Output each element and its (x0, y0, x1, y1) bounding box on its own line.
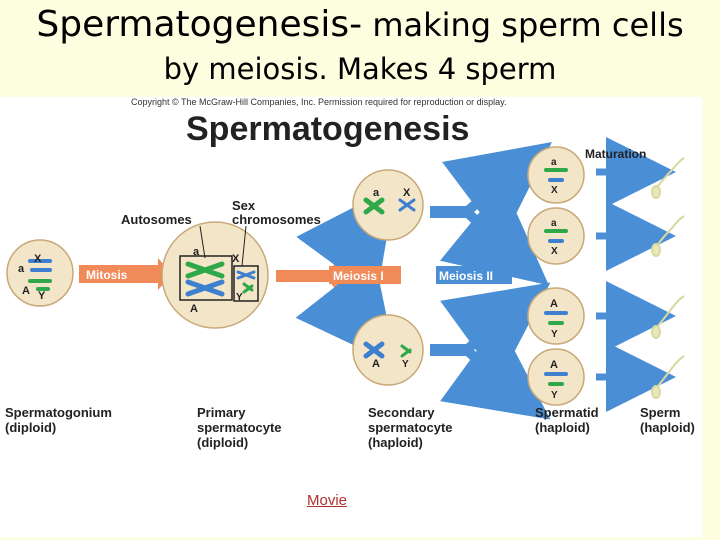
slide-subtitle: by meiosis. Makes 4 sperm (163, 52, 557, 86)
stage-sperm-line1: Sperm (640, 405, 681, 420)
spermatid-4-allele: A (550, 359, 558, 371)
stage-spermatid: Spermatid (haploid) (535, 405, 599, 435)
secondary-spermatocyte-bottom (352, 314, 424, 386)
sex-chromosomes-label-2: chromosomes (232, 212, 321, 227)
slide-title-rest: making sperm cells (362, 6, 684, 44)
meiosis-ii-fork-bottom (430, 282, 551, 420)
sperm-cells (651, 157, 685, 399)
maturation-label: Maturation (585, 147, 646, 161)
secondary-top-allele-a: a (373, 187, 380, 199)
stage-sperm: Sperm (haploid) (640, 405, 695, 435)
meiosis-ii-box (436, 266, 512, 284)
stage-primary-line3: (diploid) (197, 435, 249, 450)
primary-allele-A: A (190, 303, 198, 315)
stage-primary-line2: spermatocyte (197, 420, 282, 435)
spermatogonium-allele-a: a (18, 263, 25, 275)
autosomes-pointer (199, 225, 206, 259)
spermatid-4-chrom: Y (551, 390, 558, 401)
spermatid-2-allele: a (551, 218, 557, 229)
mitosis-label: Mitosis (86, 268, 128, 282)
secondary-bottom-chrom-y: Y (402, 359, 409, 370)
spermatogonium-allele-A: A (22, 285, 30, 297)
spermatogonium-cell (6, 239, 74, 307)
maturation-arrows (596, 137, 676, 412)
stage-spermatogonium-line1: Spermatogonium (5, 405, 112, 420)
figure-heading: Spermatogenesis (186, 110, 470, 148)
spermatid-2 (527, 207, 585, 265)
meiosis-i-box (329, 266, 401, 284)
slide-title-main: Spermatogenesis- (36, 4, 363, 45)
copyright-notice: Copyright © The McGraw-Hill Companies, I… (131, 97, 507, 107)
primary-chrom-y: Y (236, 292, 243, 303)
primary-allele-a: a (193, 246, 200, 258)
meiosis-i-label: Meiosis I (333, 269, 384, 283)
secondary-top-chrom-x: X (403, 187, 411, 199)
stage-spermatogonium: Spermatogonium (diploid) (5, 405, 112, 435)
slide-title: Spermatogenesis- making sperm cells (0, 4, 720, 45)
stage-secondary-spermatocyte: Secondary spermatocyte (haploid) (368, 405, 453, 450)
spermatid-2-chrom: X (551, 246, 558, 257)
spermatid-1 (527, 146, 585, 204)
spermatogonium-chrom-y: Y (38, 290, 46, 302)
sex-chromosomes-label-1: Sex (232, 198, 256, 213)
secondary-spermatocyte-top (352, 169, 424, 241)
stage-secondary-line3: (haploid) (368, 435, 423, 450)
stage-secondary-line2: spermatocyte (368, 420, 453, 435)
spermatid-3-allele: A (550, 298, 558, 310)
stage-secondary-line1: Secondary (368, 405, 435, 420)
primary-chrom-x: X (232, 253, 240, 265)
stage-spermatogonium-line2: (diploid) (5, 420, 57, 435)
sex-chromosomes-pointer (241, 225, 247, 267)
primary-spermatocyte-cell (161, 221, 269, 329)
meiosis-ii-label: Meiosis II (439, 269, 493, 283)
spermatid-1-allele: a (551, 157, 557, 168)
stage-primary-spermatocyte: Primary spermatocyte (diploid) (197, 405, 282, 450)
autosomes-label: Autosomes (121, 212, 192, 227)
spermatid-3 (527, 287, 585, 345)
spermatid-4 (527, 348, 585, 406)
stage-spermatid-line1: Spermatid (535, 405, 599, 420)
right-strip (702, 97, 720, 537)
stage-primary-line1: Primary (197, 405, 246, 420)
spermatid-1-chrom: X (551, 185, 558, 196)
spermatid-3-chrom: Y (551, 329, 558, 340)
spermatogonium-chrom-x: X (34, 253, 42, 265)
secondary-bottom-allele-A: A (372, 358, 380, 370)
stage-sperm-line2: (haploid) (640, 420, 695, 435)
stage-spermatid-line2: (haploid) (535, 420, 590, 435)
meiosis-ii-fork-top (430, 142, 552, 286)
movie-link[interactable]: Movie (307, 492, 348, 509)
